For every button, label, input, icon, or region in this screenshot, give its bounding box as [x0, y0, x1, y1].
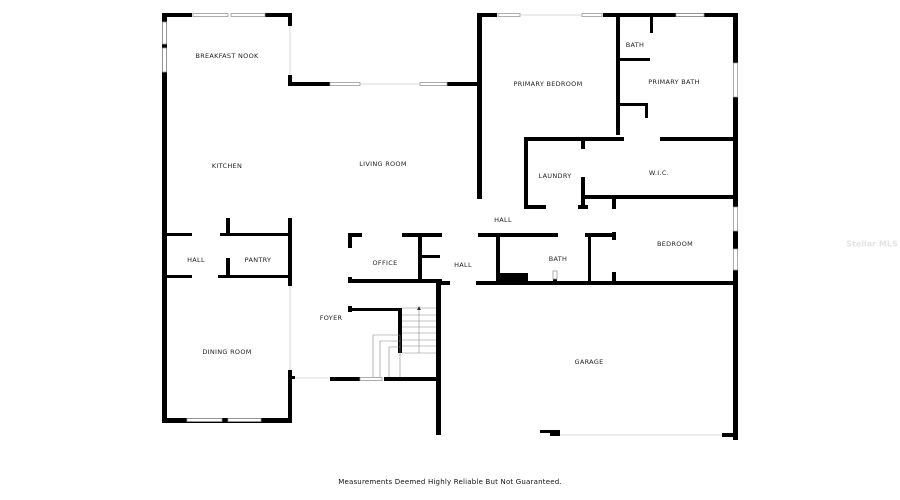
- disclaimer-text: Measurements Deemed Highly Reliable But …: [338, 478, 562, 486]
- room-label-bath: BATH: [548, 255, 568, 263]
- room-label-bath: BATH: [625, 41, 645, 49]
- room-label-dining-room: DINING ROOM: [202, 348, 252, 356]
- room-label-office: OFFICE: [372, 259, 398, 267]
- room-label-hall: HALL: [187, 256, 205, 264]
- room-label-primary-bedroom: PRIMARY BEDROOM: [513, 80, 583, 88]
- room-label-hall: HALL: [494, 216, 512, 224]
- room-label-wic: W.I.C.: [648, 169, 670, 177]
- room-label-kitchen: KITCHEN: [211, 162, 243, 170]
- watermark: Stellar MLS: [846, 239, 898, 249]
- openings: [289, 14, 722, 436]
- room-label-pantry: PANTRY: [244, 256, 272, 264]
- stairs: [372, 307, 436, 377]
- stair-arrow-icon: [417, 306, 421, 310]
- room-label-breakfast-nook: BREAKFAST NOOK: [195, 52, 259, 60]
- room-label-garage: GARAGE: [574, 358, 604, 366]
- room-label-bedroom: BEDROOM: [656, 240, 694, 248]
- room-label-hall: HALL: [454, 261, 472, 269]
- walls: [162, 13, 738, 440]
- room-label-foyer: FOYER: [319, 314, 343, 322]
- room-label-laundry: LAUNDRY: [538, 172, 572, 180]
- room-label-primary-bath: PRIMARY BATH: [648, 78, 700, 86]
- room-label-living-room: LIVING ROOM: [359, 160, 407, 168]
- windows: [162, 13, 738, 422]
